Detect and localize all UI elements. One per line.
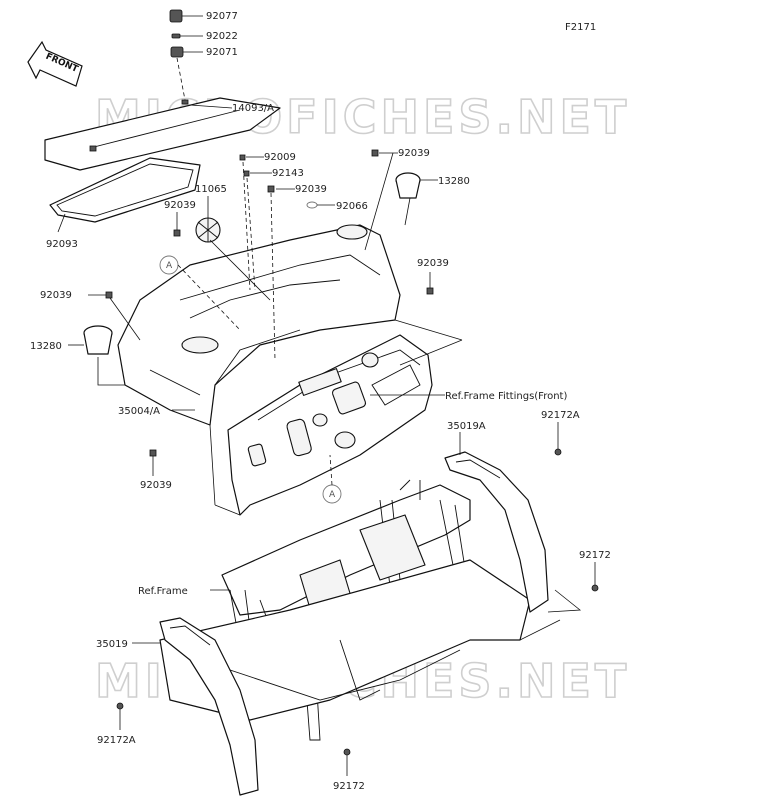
storage-lid	[44, 97, 281, 171]
svg-text:92039: 92039	[417, 258, 449, 269]
svg-text:A: A	[329, 490, 336, 500]
label-13280-left: 13280	[30, 341, 84, 352]
label-92172-bottom: 92172	[333, 755, 365, 792]
svg-text:13280: 13280	[30, 341, 62, 352]
svg-text:92039: 92039	[164, 200, 196, 211]
bracket-lines	[97, 197, 582, 641]
label-92071: 92071	[206, 47, 238, 58]
svg-text:35019: 35019	[96, 639, 128, 650]
label-92022: 92022	[206, 31, 238, 42]
svg-text:92172: 92172	[579, 550, 611, 561]
svg-text:Ref.Frame: Ref.Frame	[138, 586, 188, 597]
svg-text:92039: 92039	[40, 290, 72, 301]
label-35004a: 35004/A	[118, 406, 195, 417]
label-92039-far-left: 92039	[40, 290, 141, 341]
svg-text:92022: 92022	[206, 31, 238, 42]
svg-text:Ref.Frame Fittings(Front): Ref.Frame Fittings(Front)	[445, 391, 567, 402]
svg-text:92172: 92172	[333, 781, 365, 792]
svg-text:13280: 13280	[438, 176, 470, 187]
cup-holder-right	[395, 172, 421, 199]
label-92066: 92066	[317, 201, 368, 212]
label-92009: 92009	[246, 152, 296, 163]
cap-11065	[195, 217, 221, 243]
svg-text:92077: 92077	[206, 11, 238, 22]
label-92039-right: 92039	[417, 258, 449, 288]
label-ref-frame-fittings: Ref.Frame Fittings(Front)	[445, 391, 567, 402]
svg-text:92009: 92009	[264, 152, 296, 163]
svg-text:35019A: 35019A	[447, 421, 486, 432]
label-14093a: 14093/A	[189, 103, 274, 114]
label-13280-right: 13280	[420, 176, 470, 187]
label-92093: 92093	[46, 213, 78, 250]
lid-gasket	[49, 157, 201, 223]
label-11065: 11065	[195, 184, 227, 218]
label-92039-top: 92039	[364, 148, 430, 251]
fender-right-35019a	[444, 451, 549, 613]
label-92039-bottom: 92039	[140, 456, 172, 491]
callout-a-lower: A	[322, 484, 342, 504]
svg-text:35004/A: 35004/A	[118, 406, 160, 417]
instrument-panel	[227, 334, 433, 516]
top-hardware	[169, 9, 203, 101]
label-ref-frame: Ref.Frame	[138, 586, 188, 597]
svg-text:14093/A: 14093/A	[232, 103, 274, 114]
svg-text:92143: 92143	[272, 168, 304, 179]
svg-text:92172A: 92172A	[541, 410, 580, 421]
fender-left-35019	[159, 617, 259, 796]
label-92172a-right: 92172A	[541, 410, 580, 449]
vehicle-frame	[159, 479, 531, 741]
svg-text:92039: 92039	[295, 184, 327, 195]
label-92039-left: 92039	[164, 200, 196, 230]
svg-text:92066: 92066	[336, 201, 368, 212]
label-35019: 35019	[96, 639, 160, 650]
front-arrow-icon: FRONT	[27, 40, 83, 87]
svg-text:92093: 92093	[46, 239, 78, 250]
cup-holder-left	[83, 325, 113, 355]
label-92039-center: 92039	[276, 184, 327, 195]
svg-text:92039: 92039	[398, 148, 430, 159]
label-92143: 92143	[250, 168, 304, 179]
label-92172-right: 92172	[579, 550, 611, 585]
dash-upper-panel	[117, 224, 401, 426]
callout-a-upper: A	[159, 255, 179, 275]
svg-text:11065: 11065	[195, 184, 227, 195]
svg-text:92039: 92039	[140, 480, 172, 491]
figure-code: F2171	[565, 22, 596, 33]
svg-text:92071: 92071	[206, 47, 238, 58]
svg-text:92172A: 92172A	[97, 735, 136, 746]
svg-text:A: A	[166, 261, 173, 271]
label-92172a-left: 92172A	[97, 709, 136, 746]
label-92077: 92077	[206, 11, 238, 22]
label-35019a: 35019A	[447, 421, 486, 455]
